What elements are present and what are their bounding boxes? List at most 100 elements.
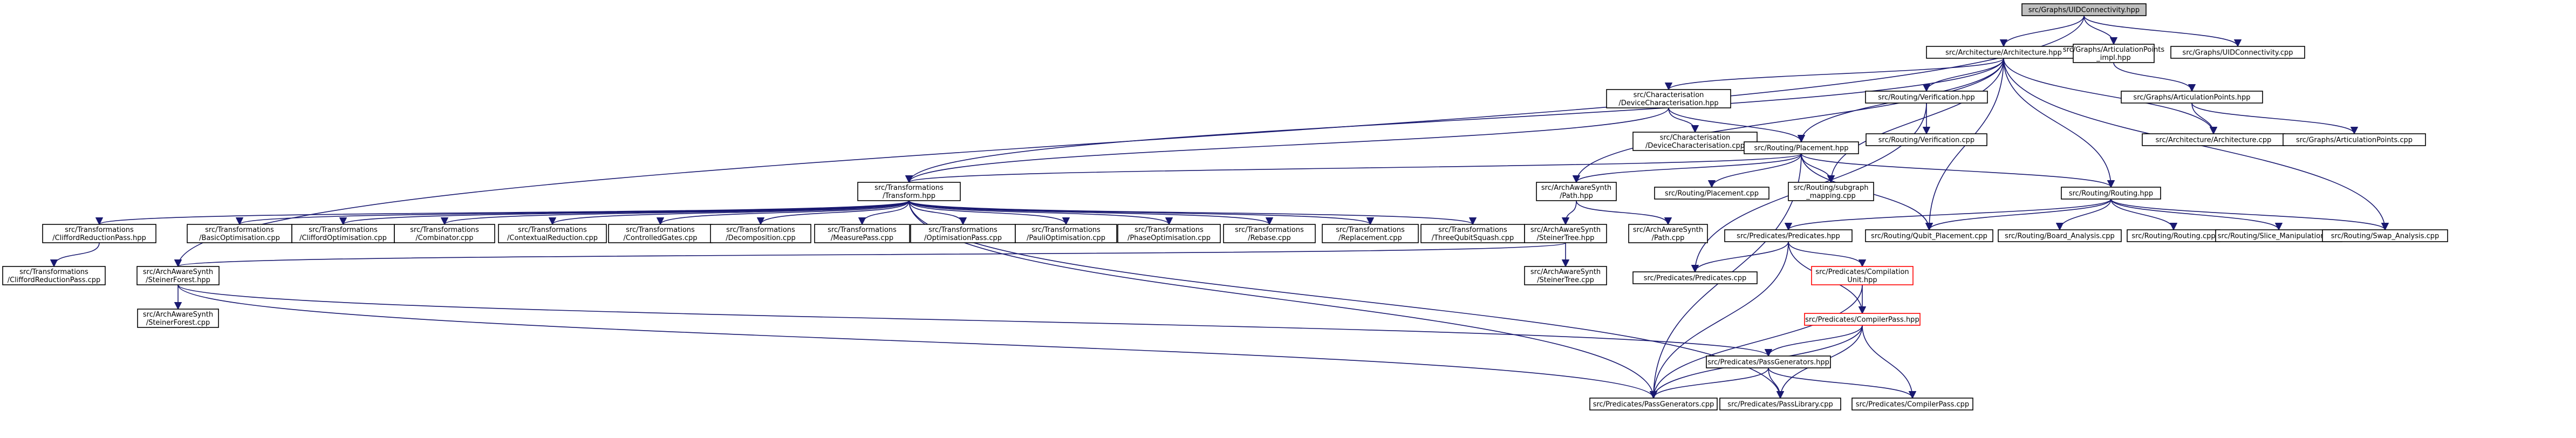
node-steinertree_hpp[interactable]: src/ArchAwareSynth/SteinerTree.hpp	[1524, 224, 1607, 243]
node-swap[interactable]: src/Routing/Swap_Analysis.cpp	[2322, 229, 2448, 242]
node-path_cpp[interactable]: src/ArchAwareSynth/Path.cpp	[1628, 224, 1708, 243]
node-combinator-box	[394, 224, 495, 243]
node-phaseopt[interactable]: src/Transformations/PhaseOptimisation.cp…	[1117, 224, 1221, 243]
edge-placement_hpp-to-transform_hpp	[905, 153, 1802, 183]
node-steinerforest_hpp-box	[136, 266, 220, 285]
node-combinator[interactable]: src/Transformations/Combinator.cpp	[394, 224, 495, 243]
node-devchar_hpp-label-line-0: src/Characterisation	[1634, 91, 1704, 99]
edge-placement_hpp-to-path_hpp	[1572, 153, 1802, 183]
node-qubitplacement[interactable]: src/Routing/Qubit_Placement.cpp	[1865, 229, 1993, 242]
node-placement_cpp[interactable]: src/Routing/Placement.cpp	[1654, 187, 1769, 200]
node-devchar_cpp[interactable]: src/Characterisation/DeviceCharacterisat…	[1632, 132, 1758, 151]
node-decomp[interactable]: src/Transformations/Decomposition.cpp	[710, 224, 811, 243]
node-swap-label-line-0: src/Routing/Swap_Analysis.cpp	[2331, 232, 2440, 241]
edge-transform_hpp-to-controlled	[657, 200, 910, 225]
node-artpts_impl-label-line-1: _impl.hpp	[2096, 54, 2131, 62]
node-threequbit[interactable]: src/Transformations/ThreeQubitSquash.cpp	[1420, 224, 1525, 243]
node-passlib_cpp[interactable]: src/Predicates/PassLibrary.cpp	[1719, 398, 1841, 410]
edge-transform_hpp-to-basicopt	[236, 200, 910, 225]
edge-transform_hpp-to-cliffordopt	[339, 200, 910, 225]
node-transform_hpp[interactable]: src/Transformations/Transform.hpp	[857, 182, 961, 201]
edge-routing_hpp-to-swap	[2110, 199, 2389, 231]
node-predicates_cpp-label-line-0: src/Predicates/Predicates.cpp	[1644, 275, 1747, 283]
edge-artpts_impl-to-artpts_hpp	[2113, 62, 2196, 92]
node-artpts_impl[interactable]: src/Graphs/ArticulationPoints_impl.hpp	[2063, 44, 2164, 63]
node-steinerforest_cpp[interactable]: src/ArchAwareSynth/SteinerForest.cpp	[137, 309, 219, 328]
node-passlib_cpp-label-line-0: src/Predicates/PassLibrary.cpp	[1727, 401, 1833, 409]
node-compilerpass_cpp-box	[1851, 398, 1973, 410]
node-decomp-box	[710, 224, 811, 243]
node-cliffordopt[interactable]: src/Transformations/CliffordOptimisation…	[291, 224, 395, 243]
node-routing_cpp[interactable]: src/Routing/Routing.cpp	[2127, 229, 2220, 242]
node-routver_cpp-box	[1866, 133, 1987, 146]
node-optpass[interactable]: src/Transformations/OptimisationPass.cpp	[910, 224, 1016, 243]
edge-routing_hpp-to-slice	[2110, 199, 2283, 231]
node-controlled-label-line-1: /ControlledGates.cpp	[624, 234, 698, 242]
node-steinerforest_hpp[interactable]: src/ArchAwareSynth/SteinerForest.hpp	[136, 266, 220, 285]
node-passgen_hpp-label-line-0: src/Predicates/PassGenerators.hpp	[1707, 359, 1829, 367]
node-path_hpp[interactable]: src/ArchAwareSynth/Path.hpp	[1536, 182, 1617, 201]
node-steinertree_cpp[interactable]: src/ArchAwareSynth/SteinerTree.cpp	[1524, 266, 1607, 285]
node-predicates_hpp[interactable]: src/Predicates/Predicates.hpp	[1724, 229, 1853, 242]
node-contextual[interactable]: src/Transformations/ContextualReduction.…	[498, 224, 607, 243]
node-artpts_cpp[interactable]: src/Graphs/ArticulationPoints.cpp	[2283, 133, 2426, 146]
node-optpass-box	[910, 224, 1016, 243]
node-routver_hpp[interactable]: src/Routing/Verification.hpp	[1865, 91, 1988, 104]
edge-transform_hpp-to-combinator	[441, 200, 910, 225]
node-qubitplacement-label-line-0: src/Routing/Qubit_Placement.cpp	[1871, 232, 1987, 241]
node-subgraph_cpp[interactable]: src/Routing/subgraph_mapping.cpp	[1788, 182, 1874, 201]
edge-transform_hpp-to-optpass	[908, 200, 967, 225]
node-devchar_cpp-box	[1632, 132, 1758, 151]
node-devchar_hpp-box	[1606, 89, 1731, 108]
node-passgen_hpp[interactable]: src/Predicates/PassGenerators.hpp	[1706, 355, 1831, 368]
node-board[interactable]: src/Routing/Board_Analysis.cpp	[1998, 229, 2122, 242]
node-artpts_cpp-label-line-0: src/Graphs/ArticulationPoints.cpp	[2296, 136, 2413, 145]
node-slice[interactable]: src/Routing/Slice_Manipulation.cpp	[2215, 229, 2342, 242]
node-rebase-label-line-1: /Rebase.cpp	[1248, 234, 1291, 242]
node-basicopt[interactable]: src/Transformations/BasicOptimisation.cp…	[187, 224, 292, 243]
node-clifford_hpp[interactable]: src/Transformations/CliffordReductionPas…	[42, 224, 156, 243]
node-compunit_hpp-label-line-0: src/Predicates/Compilation	[1815, 268, 1909, 276]
edge-root-to-uidconn_cpp	[2083, 15, 2242, 47]
node-passgen_cpp[interactable]: src/Predicates/PassGenerators.cpp	[1589, 398, 1718, 410]
node-root[interactable]: src/Graphs/UIDConnectivity.hpp	[2021, 3, 2147, 16]
node-rebase[interactable]: src/Transformations/Rebase.cpp	[1223, 224, 1316, 243]
node-steinertree_hpp-label-line-0: src/ArchAwareSynth	[1530, 226, 1601, 234]
node-arch_hpp[interactable]: src/Architecture/Architecture.hpp	[1926, 46, 2081, 59]
node-optpass-label-line-0: src/Transformations	[928, 226, 997, 234]
node-pauliopt-label-line-0: src/Transformations	[1031, 226, 1101, 234]
node-artpts_hpp[interactable]: src/Graphs/ArticulationPoints.hpp	[2121, 91, 2263, 104]
node-compilerpass_cpp[interactable]: src/Predicates/CompilerPass.cpp	[1851, 398, 1973, 410]
node-compilerpass_hpp[interactable]: src/Predicates/CompilerPass.hpp	[1804, 313, 1921, 326]
node-basicopt-box	[187, 224, 292, 243]
node-artpts_hpp-label-line-0: src/Graphs/ArticulationPoints.hpp	[2133, 94, 2250, 102]
node-artpts_hpp-box	[2121, 91, 2263, 104]
node-compunit_hpp-label-line-1: Unit.hpp	[1847, 276, 1877, 284]
node-measure[interactable]: src/Transformations/MeasurePass.cpp	[814, 224, 910, 243]
edge-placement_hpp-to-placement_cpp	[1707, 153, 1802, 188]
node-threequbit-label-line-0: src/Transformations	[1438, 226, 1507, 234]
node-placement_hpp[interactable]: src/Routing/Placement.hpp	[1744, 141, 1859, 154]
node-arch_cpp[interactable]: src/Architecture/Architecture.cpp	[2142, 133, 2285, 146]
node-contextual-label-line-1: /ContextualReduction.cpp	[507, 234, 598, 242]
node-root-label-line-0: src/Graphs/UIDConnectivity.hpp	[2028, 6, 2140, 15]
node-replacement[interactable]: src/Transformations/Replacement.cpp	[1322, 224, 1419, 243]
node-basicopt-label-line-0: src/Transformations	[205, 226, 274, 234]
node-routing_hpp[interactable]: src/Routing/Routing.hpp	[2061, 187, 2161, 200]
node-pauliopt-label-line-1: /PauliOptimisation.cpp	[1027, 234, 1105, 242]
node-steinertree_hpp-box	[1524, 224, 1607, 243]
node-routver_cpp[interactable]: src/Routing/Verification.cpp	[1866, 133, 1987, 146]
node-pauliopt[interactable]: src/Transformations/PauliOptimisation.cp…	[1015, 224, 1117, 243]
node-controlled[interactable]: src/Transformations/ControlledGates.cpp	[608, 224, 713, 243]
node-contextual-label-line-0: src/Transformations	[518, 226, 587, 234]
node-arch_cpp-label-line-0: src/Architecture/Architecture.cpp	[2156, 136, 2272, 145]
node-predicates_cpp[interactable]: src/Predicates/Predicates.cpp	[1632, 271, 1758, 284]
node-clifford_cpp[interactable]: src/Transformations/CliffordReductionPas…	[2, 266, 106, 285]
node-devchar_hpp[interactable]: src/Characterisation/DeviceCharacterisat…	[1606, 89, 1731, 108]
node-uidconn_cpp[interactable]: src/Graphs/UIDConnectivity.cpp	[2170, 46, 2305, 59]
node-replacement-label-line-0: src/Transformations	[1336, 226, 1405, 234]
edge-transform_hpp-to-contextual	[549, 200, 910, 225]
node-contextual-box	[498, 224, 607, 243]
